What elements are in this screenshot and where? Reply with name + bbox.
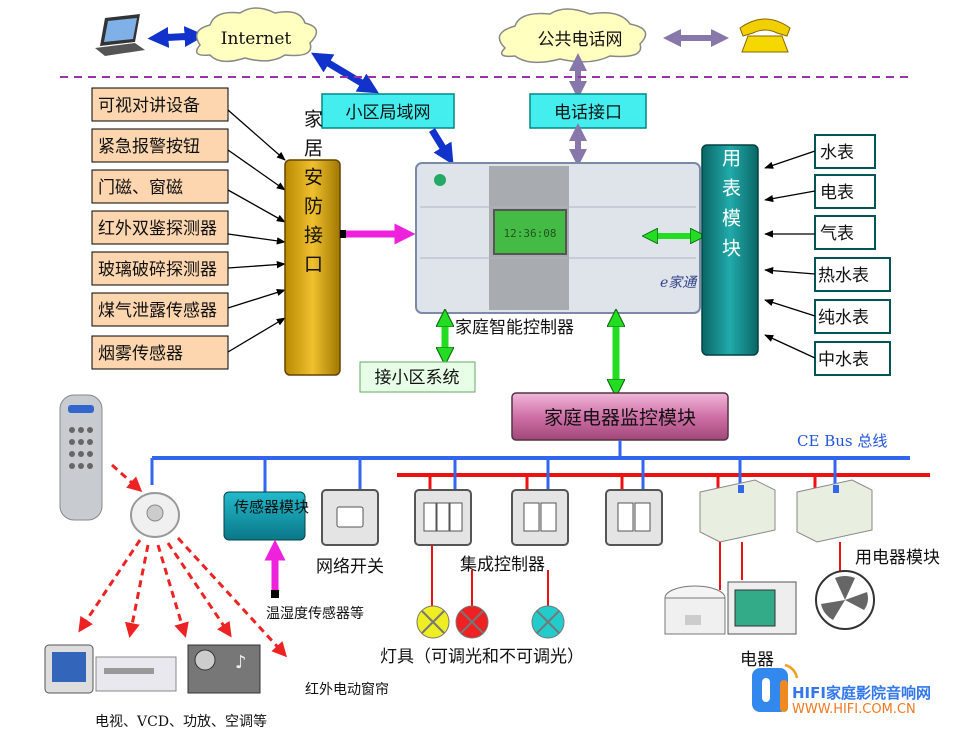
tv-icon bbox=[44, 644, 94, 694]
security-interface-box: 家居安防接口 bbox=[284, 109, 341, 376]
appliances-label: 电器 bbox=[740, 650, 774, 670]
svg-text:小区局域网: 小区局域网 bbox=[346, 103, 431, 123]
security-input-item: 可视对讲设备 bbox=[91, 87, 286, 161]
bus-label: CE Bus 总线 bbox=[797, 432, 887, 450]
security-input-item: 红外双鉴探测器 bbox=[91, 210, 286, 245]
svg-text:传感器模块: 传感器模块 bbox=[234, 498, 309, 516]
ir-sensor-icon bbox=[130, 492, 180, 538]
svg-text:玻璃破碎探测器: 玻璃破碎探测器 bbox=[98, 260, 217, 280]
sensor-module-box: 传感器模块 bbox=[223, 491, 309, 541]
integrated-controller-switch bbox=[414, 489, 472, 546]
security-inputs: 可视对讲设备 紧急报警按钮 门磁、窗磁 红外双鉴探测器 玻璃破碎探测器 煤气泄露… bbox=[91, 87, 286, 370]
svg-text:♪: ♪ bbox=[235, 652, 247, 673]
integrated-controller-switch bbox=[605, 489, 663, 546]
laptop-internet-arrow bbox=[147, 26, 206, 48]
controller-display: 12:36:08 bbox=[504, 227, 557, 240]
av-devices-label: 电视、VCD、功放、空调等 bbox=[95, 713, 267, 730]
phone-network-cloud: 公共电话网 bbox=[498, 8, 647, 64]
meter-item: 气表 bbox=[764, 215, 876, 250]
svg-text:HIFI家庭影院音响网: HIFI家庭影院音响网 bbox=[792, 684, 931, 702]
security-input-item: 煤气泄露传感器 bbox=[91, 288, 286, 327]
appliance-module-label: 用电器模块 bbox=[855, 548, 940, 568]
vcd-icon bbox=[95, 656, 177, 692]
ir-signal-arrow bbox=[111, 463, 143, 492]
appliance-monitor-box: 家庭电器监控模块 bbox=[511, 392, 729, 441]
phone-interface-box: 电话接口 bbox=[529, 93, 647, 129]
meter-item: 水表 bbox=[764, 134, 876, 169]
svg-text:家庭用表模块: 家庭用表模块 bbox=[719, 88, 741, 268]
meter-item: 纯水表 bbox=[764, 299, 891, 334]
curtain-label: 红外电动窗帘 bbox=[305, 681, 389, 698]
meter-module-box: 家庭用表模块 bbox=[701, 88, 759, 356]
svg-text:热水表: 热水表 bbox=[818, 266, 869, 286]
appliance-module-icon bbox=[796, 479, 873, 543]
laptop-icon bbox=[95, 14, 145, 56]
svg-text:可视对讲设备: 可视对讲设备 bbox=[98, 96, 200, 116]
svg-text:WWW.HIFI.COM.CN: WWW.HIFI.COM.CN bbox=[792, 702, 916, 717]
svg-text:水表: 水表 bbox=[820, 143, 854, 163]
svg-text:电话接口: 电话接口 bbox=[554, 103, 622, 123]
fan-icon bbox=[815, 570, 875, 630]
svg-text:家庭电器监控模块: 家庭电器监控模块 bbox=[544, 407, 696, 429]
integrated-controller-label: 集成控制器 bbox=[460, 555, 545, 575]
meter-item: 中水表 bbox=[764, 334, 891, 376]
home-controller-device: 12:36:08 e家通 bbox=[415, 162, 701, 314]
phone-network-label: 公共电话网 bbox=[538, 30, 623, 50]
svg-text:中水表: 中水表 bbox=[818, 350, 869, 370]
security-input-item: 玻璃破碎探测器 bbox=[91, 251, 286, 286]
svg-text:纯水表: 纯水表 bbox=[818, 308, 869, 328]
connector bbox=[271, 590, 279, 598]
meter-item: 热水表 bbox=[764, 257, 891, 292]
internet-cloud: Internet bbox=[195, 7, 318, 63]
svg-text:电表: 电表 bbox=[820, 183, 854, 203]
lan-controller-arrow bbox=[429, 128, 454, 165]
security-input-item: 烟雾传感器 bbox=[91, 317, 286, 370]
remote-control-icon bbox=[59, 394, 103, 521]
light-bulb-icons bbox=[416, 605, 565, 639]
svg-text:煤气泄露传感器: 煤气泄露传感器 bbox=[98, 301, 217, 321]
svg-text:门磁、窗磁: 门磁、窗磁 bbox=[98, 178, 183, 198]
security-input-item: 门磁、窗磁 bbox=[91, 169, 286, 223]
lights-label: 灯具（可调光和不可调光） bbox=[380, 647, 584, 667]
network-switch-label: 网络开关 bbox=[316, 557, 384, 577]
integrated-controller-switch bbox=[511, 489, 569, 546]
ir-output-arrows bbox=[78, 536, 288, 658]
svg-text:红外双鉴探测器: 红外双鉴探测器 bbox=[98, 219, 217, 239]
internet-label: Internet bbox=[221, 29, 292, 49]
rice-cooker-icon bbox=[664, 585, 726, 635]
connector bbox=[340, 230, 346, 238]
appliance-wires bbox=[719, 542, 841, 590]
security-input-item: 紧急报警按钮 bbox=[91, 128, 286, 191]
community-link-box: 接小区系统 bbox=[359, 361, 476, 393]
internet-lan-arrow bbox=[310, 52, 380, 94]
svg-text:家居安防接口: 家居安防接口 bbox=[301, 109, 323, 283]
network-switch-icon bbox=[321, 489, 379, 546]
controller-brand: e家通 bbox=[660, 275, 698, 291]
meter-item: 电表 bbox=[764, 174, 876, 209]
svg-text:气表: 气表 bbox=[820, 224, 854, 244]
hifi-watermark-logo: HIFI家庭影院音响网 WWW.HIFI.COM.CN bbox=[752, 663, 931, 717]
svg-text:紧急报警按钮: 紧急报警按钮 bbox=[98, 137, 200, 157]
telephone-icon bbox=[739, 18, 791, 53]
svg-text:接小区系统: 接小区系统 bbox=[375, 368, 460, 388]
temp-sensor-label: 温湿度传感器等 bbox=[266, 605, 364, 622]
meters: 水表 电表 气表 热水表 纯水表 中水表 bbox=[764, 134, 891, 376]
light-wires bbox=[431, 545, 549, 606]
controller-label: 家庭智能控制器 bbox=[455, 318, 574, 338]
microwave-icon bbox=[727, 581, 797, 635]
svg-text:烟雾传感器: 烟雾传感器 bbox=[98, 344, 183, 364]
power-drops bbox=[428, 475, 817, 490]
lan-box: 小区局域网 bbox=[321, 93, 455, 129]
controller-logo-icon bbox=[434, 174, 446, 186]
amplifier-icon: ♪ bbox=[187, 644, 261, 694]
appliance-module-icon bbox=[699, 479, 776, 543]
